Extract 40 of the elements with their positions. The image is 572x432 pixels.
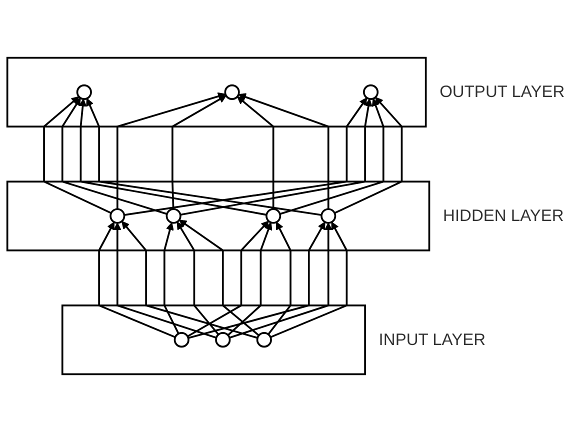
arrow bbox=[188, 222, 326, 339]
arrow bbox=[86, 98, 322, 216]
arrow bbox=[187, 220, 269, 338]
arrow bbox=[180, 98, 372, 216]
node-circle bbox=[266, 208, 282, 224]
arrow bbox=[113, 222, 217, 339]
node-circle bbox=[215, 332, 231, 348]
arrow bbox=[236, 96, 274, 210]
node-label: INPUT LAYER bbox=[378, 330, 486, 349]
arrow bbox=[61, 98, 168, 215]
node-circle bbox=[76, 84, 92, 100]
node-label: OUTPUT LAYER bbox=[440, 82, 565, 101]
arrow bbox=[227, 222, 272, 336]
node-circle bbox=[320, 208, 336, 224]
node-circle bbox=[256, 332, 272, 348]
cluster bbox=[6, 56, 427, 128]
node-circle bbox=[110, 208, 126, 224]
arrow bbox=[280, 98, 384, 215]
arrow bbox=[43, 96, 112, 214]
arrow bbox=[268, 222, 292, 335]
arrow bbox=[334, 96, 403, 214]
arrow bbox=[124, 97, 368, 216]
node-circle bbox=[174, 332, 190, 348]
arrow bbox=[176, 222, 220, 336]
cluster bbox=[61, 304, 366, 376]
arrow bbox=[121, 220, 258, 339]
arrow bbox=[164, 222, 180, 334]
arrow bbox=[78, 98, 267, 216]
node-circle bbox=[166, 208, 182, 224]
cluster bbox=[6, 180, 430, 252]
arrow bbox=[98, 222, 176, 338]
arrow bbox=[116, 92, 226, 210]
arrow bbox=[172, 95, 226, 210]
arrow bbox=[229, 222, 332, 339]
node-label: HIDDEN LAYER bbox=[443, 206, 564, 225]
node-circle bbox=[224, 84, 240, 100]
arrow bbox=[270, 222, 348, 338]
arrow bbox=[178, 220, 260, 336]
arrow bbox=[238, 93, 330, 210]
node-circle bbox=[362, 84, 379, 100]
